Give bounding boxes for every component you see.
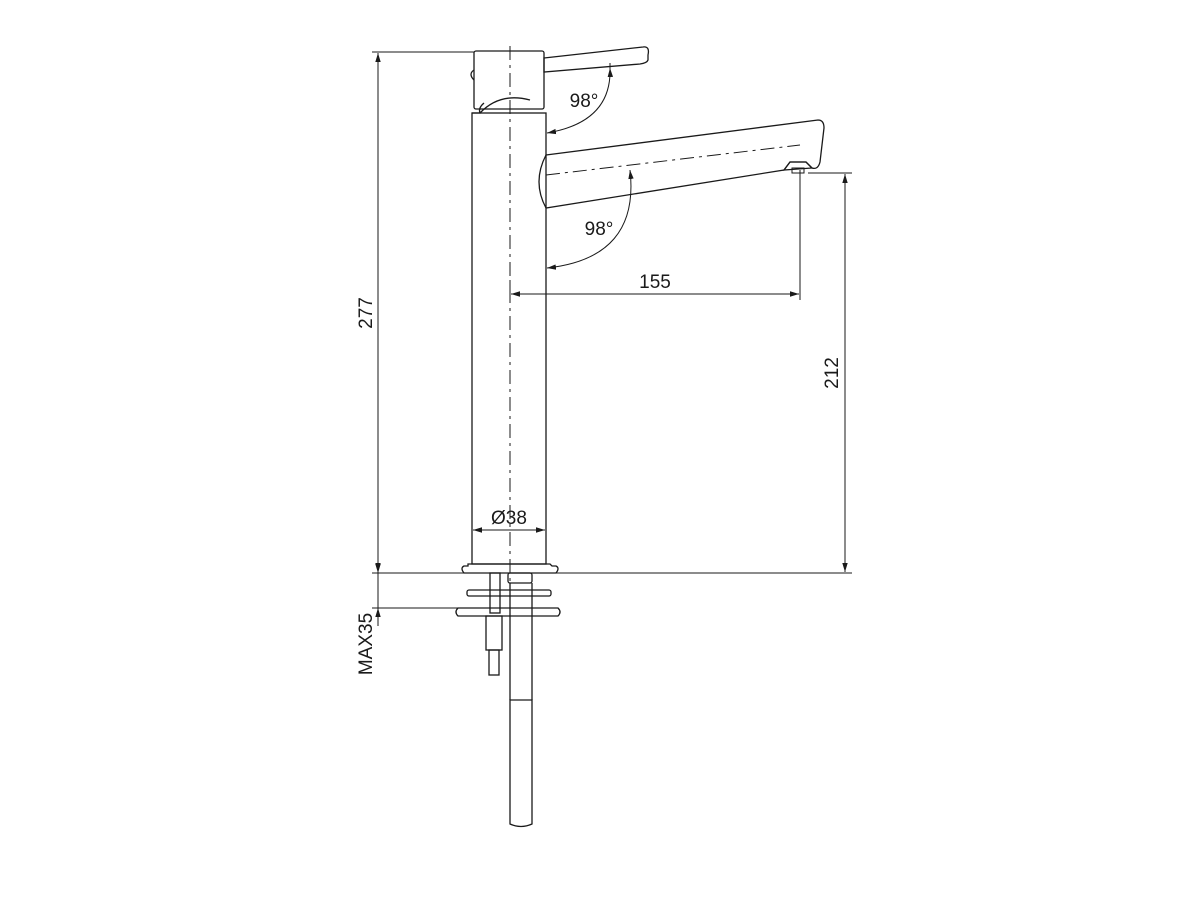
body-diameter-label: Ø38 xyxy=(491,508,527,529)
body-column xyxy=(471,112,547,565)
stud-lower xyxy=(485,615,503,651)
mounting-washer xyxy=(466,589,552,597)
dimension-spout-height: 212 xyxy=(822,174,848,572)
spout-height-label: 212 xyxy=(822,357,843,389)
mounting-stud xyxy=(489,572,501,614)
aerator xyxy=(782,161,814,171)
spout-reach-label: 155 xyxy=(639,272,671,293)
hose-connector xyxy=(507,572,533,584)
dimension-lever-angle: 98° xyxy=(546,67,614,135)
braided-hose xyxy=(509,699,533,828)
lever-angle-label: 98° xyxy=(570,91,599,112)
backnut-plate xyxy=(455,607,561,617)
overall-height-label: 277 xyxy=(356,297,377,329)
spout-angle-label: 98° xyxy=(585,219,614,240)
dimension-spout-angle: 98° xyxy=(546,169,634,270)
spout xyxy=(538,119,825,209)
dimension-max-thickness: MAX35 xyxy=(356,555,381,675)
stud-tip xyxy=(488,649,500,676)
spout-arm xyxy=(538,119,825,209)
max-thickness-label: MAX35 xyxy=(356,613,377,675)
dimension-overall-height: 277 xyxy=(356,53,381,572)
spout-centerline xyxy=(545,144,801,176)
mounting-assembly xyxy=(455,572,561,828)
lever-handle xyxy=(543,46,650,73)
mixer-cap xyxy=(473,50,545,110)
mixer-head xyxy=(470,46,650,114)
dimension-body-diameter: Ø38 xyxy=(473,508,545,533)
mixer-side-button xyxy=(470,69,475,81)
dimension-spout-reach: 155 xyxy=(511,272,799,297)
